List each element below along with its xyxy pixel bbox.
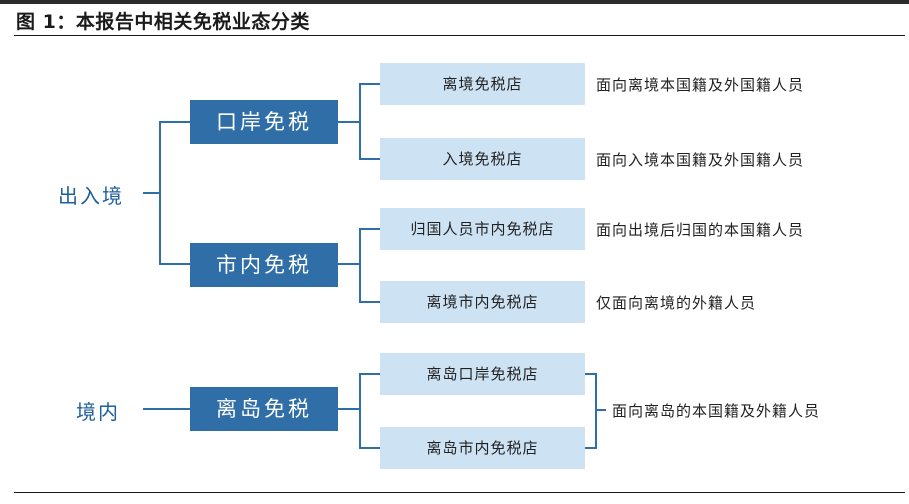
group-port-duty-free: 口岸免税 <box>190 100 338 144</box>
connector-outbound-bracket <box>159 121 190 265</box>
title-divider <box>14 35 905 36</box>
leaf-island-port-store: 离岛口岸免税店 <box>380 353 585 395</box>
group-downtown-duty-free: 市内免税 <box>190 243 338 287</box>
description-arrival-store: 面向入境本国籍及外国籍人员 <box>596 151 805 169</box>
category-outbound-inbound: 出入境 <box>58 184 124 208</box>
figure-title: 图 1：本报告中相关免税业态分类 <box>16 11 310 33</box>
leaf-departure-downtown-store: 离境市内免税店 <box>380 281 585 323</box>
leaf-island-downtown-store: 离岛市内免税店 <box>380 427 585 469</box>
leaf-departure-store: 离境免税店 <box>380 63 585 105</box>
group-offshore-island-duty-free: 离岛免税 <box>190 387 338 431</box>
description-departure-downtown-store: 仅面向离境的外籍人员 <box>596 294 757 312</box>
leaf-arrival-store: 入境免税店 <box>380 138 585 180</box>
bottom-divider <box>14 492 905 493</box>
top-border-bar <box>0 0 909 4</box>
connector-island-right-bracket <box>585 373 597 449</box>
connector-port-bracket <box>359 83 380 160</box>
leaf-returnee-downtown-store: 归国人员市内免税店 <box>380 208 585 250</box>
description-returnee-downtown-store: 面向出境后归国的本国籍人员 <box>596 221 805 239</box>
description-departure-store: 面向离境本国籍及外国籍人员 <box>596 76 805 94</box>
connector-downtown-bracket <box>359 228 380 303</box>
category-domestic: 境内 <box>76 400 120 424</box>
connector-island-bracket <box>359 373 380 449</box>
description-island-shared: 面向离岛的本国籍及外籍人员 <box>612 402 821 420</box>
